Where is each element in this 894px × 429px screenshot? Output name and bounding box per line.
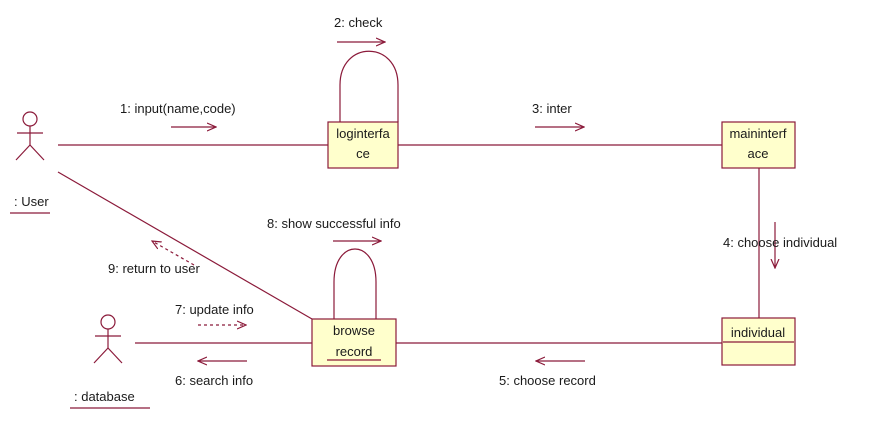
object-browse-record[interactable]: browse record — [311, 318, 397, 367]
message-label-m2: 2: check — [334, 15, 383, 30]
message-label-m3: 3: inter — [532, 101, 572, 116]
loginterface-label-line2: ce — [356, 146, 370, 161]
link-user-browse — [57, 171, 313, 320]
maininterface-label-line1: maininterf — [729, 126, 786, 141]
object-loginterface[interactable]: loginterfa ce — [327, 121, 399, 169]
message-label-m8: 8: show successful info — [267, 216, 401, 231]
object-maininterface[interactable]: maininterf ace — [721, 121, 796, 169]
actor-database — [93, 314, 123, 364]
message-label-m1: 1: input(name,code) — [120, 101, 236, 116]
database-head — [100, 314, 116, 330]
browse-record-label-line2: record — [336, 344, 373, 359]
self-link-browse — [333, 248, 377, 319]
browse-record-label-line1: browse — [333, 323, 375, 338]
actor-user — [15, 111, 45, 161]
message-label-m9: 9: return to user — [108, 261, 200, 276]
loginterface-label-line1: loginterfa — [336, 126, 390, 141]
user-head — [22, 111, 38, 127]
maininterface-label-line2: ace — [748, 146, 769, 161]
individual-label: individual — [731, 325, 785, 340]
database-label: : database — [74, 389, 135, 404]
message-label-m6: 6: search info — [175, 373, 253, 388]
message-arrows — [152, 42, 775, 361]
user-label: : User — [14, 194, 49, 209]
message-label-m4: 4: choose individual — [723, 235, 837, 250]
self-link-loginterface — [339, 50, 399, 122]
message-label-m7: 7: update info — [175, 302, 254, 317]
arrow-m9 — [152, 241, 195, 266]
message-label-m5: 5: choose record — [499, 373, 596, 388]
links — [57, 50, 760, 344]
object-individual[interactable]: individual — [721, 317, 796, 366]
